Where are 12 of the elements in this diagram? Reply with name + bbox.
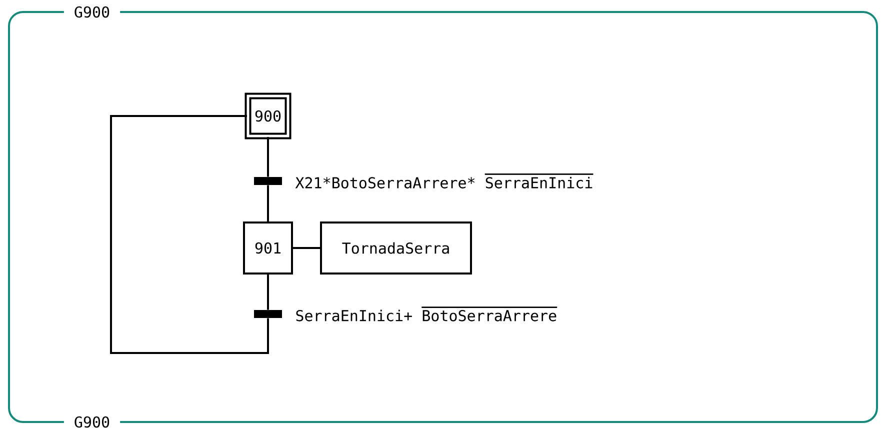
action-box: TornadaSerra: [320, 222, 472, 274]
transition-bar: [254, 310, 282, 318]
link-line: [267, 137, 269, 177]
transition-condition: X21*BotoSerraArrere* SerraEnInici: [295, 174, 594, 188]
initial-step-box: 900: [244, 92, 292, 140]
transition-condition: SerraEnInici+ BotoSerraArrere: [296, 306, 558, 322]
step-box: 901: [243, 222, 293, 274]
loop-line: [110, 115, 269, 354]
link-line: [267, 274, 269, 310]
link-line: [267, 185, 269, 222]
transition-bar: [254, 177, 282, 185]
link-line: [293, 247, 320, 249]
